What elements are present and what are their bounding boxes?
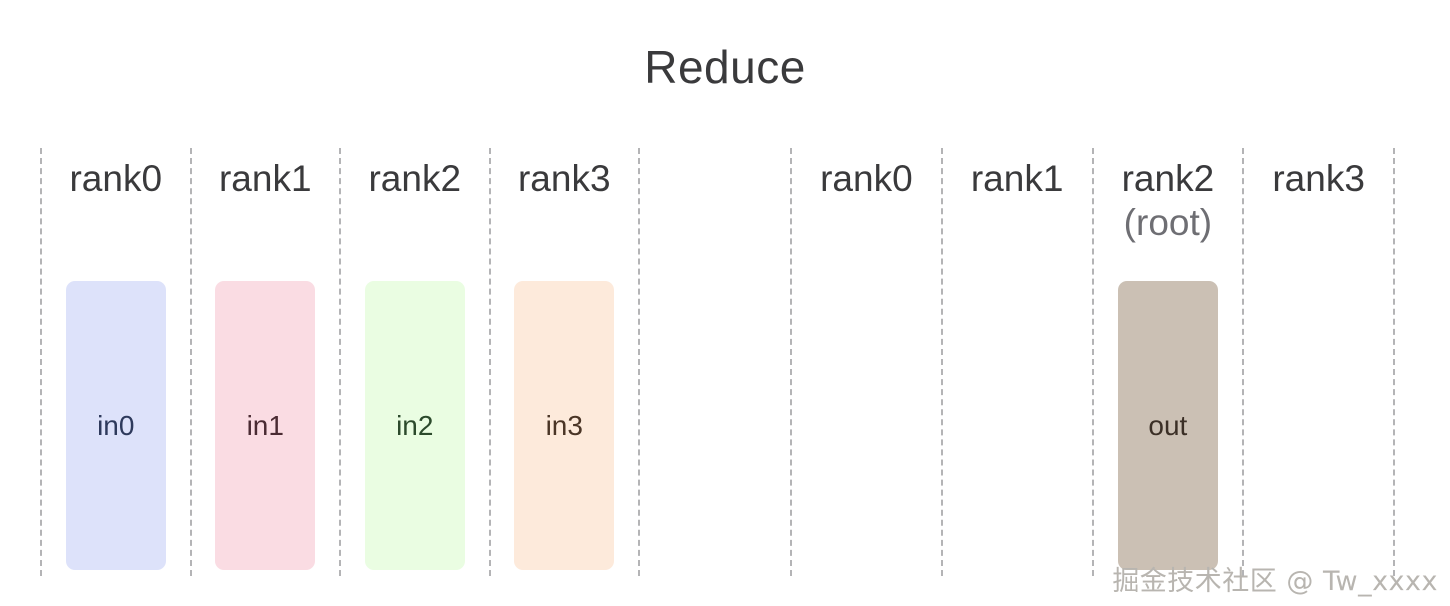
buffer-slot xyxy=(792,281,941,570)
rank-column-rank2: rank2(root) out xyxy=(1091,148,1243,576)
buffer-slot: in2 xyxy=(341,281,489,570)
buffer-slot xyxy=(1244,281,1393,570)
rank-column-rank1: rank1 in1 xyxy=(189,148,340,576)
buffer-box-in0[interactable]: in0 xyxy=(65,281,166,570)
rank-column-rank0: rank0 xyxy=(790,148,941,576)
buffer-slot: in1 xyxy=(192,281,340,570)
buffer-slot: in0 xyxy=(42,281,190,570)
watermark: 掘金技术社区 @ Tw_xxxx xyxy=(1112,566,1438,597)
rank-column-rank3: rank3 in3 xyxy=(488,148,640,576)
rank-label: rank3 xyxy=(517,158,611,199)
buffer-slot: in3 xyxy=(491,281,639,570)
rank-label: rank2 xyxy=(368,158,462,199)
buffer-box-in2[interactable]: in2 xyxy=(364,281,465,570)
rank-label: rank0 xyxy=(69,158,163,199)
rank-column-rank2: rank2 in2 xyxy=(339,148,489,576)
rank-label: rank2 xyxy=(1121,158,1215,199)
rank-sublabel: (root) xyxy=(1123,201,1213,243)
buffer-slot: out xyxy=(1094,281,1243,570)
rank-column-rank0: rank0 in0 xyxy=(40,148,190,576)
rank-label: rank3 xyxy=(1272,158,1365,199)
rank-group-output: rank0 rank1 rank2(root) out rank3 xyxy=(790,148,1395,576)
rank-label: rank0 xyxy=(820,158,913,199)
buffer-box-in1[interactable]: in1 xyxy=(215,281,316,570)
buffer-box-out[interactable]: out xyxy=(1117,281,1218,570)
buffer-slot xyxy=(943,281,1092,570)
rank-column-rank3: rank3 xyxy=(1242,148,1395,576)
rank-label: rank1 xyxy=(218,158,312,199)
page-title: Reduce xyxy=(644,41,806,93)
buffer-box-in3[interactable]: in3 xyxy=(514,281,615,570)
rank-column-rank1: rank1 xyxy=(940,148,1092,576)
rank-label: rank1 xyxy=(970,158,1064,199)
rank-group-input: rank0 in0 rank1 in1 rank2 in2 rank3 in3 xyxy=(40,148,640,576)
